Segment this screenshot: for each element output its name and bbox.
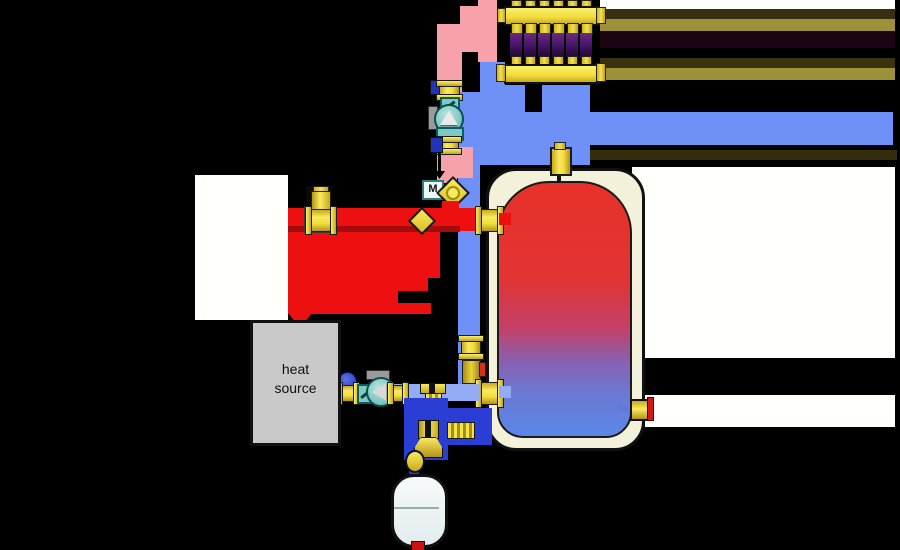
buffer-tank-water-gradient	[497, 181, 632, 438]
manifold-end-cap	[596, 63, 606, 82]
ufh-loop-pipe	[552, 33, 564, 58]
tee-fitting-band	[429, 383, 435, 393]
canvas-patch-bottom-right	[645, 395, 895, 427]
pipe-red-below-mixer	[442, 201, 459, 211]
drain-manifold-fitting	[447, 422, 475, 439]
ufh-loop-pipe	[524, 33, 536, 58]
mixing-valve-motor-label: M	[428, 183, 438, 195]
air-vent-cap	[554, 142, 566, 150]
isolation-valve	[458, 335, 484, 360]
manifold-end-cap	[496, 64, 506, 82]
heat-source-label-line2: source	[274, 380, 317, 396]
hot-pipe-shadow	[288, 226, 460, 232]
manifold-extension-band	[600, 31, 895, 48]
vessel-charge-valve	[411, 541, 425, 550]
mixing-valve-center	[446, 186, 460, 200]
return-pipe-under-manifold	[505, 85, 590, 165]
manifold-end-cap	[497, 8, 506, 23]
red-lever-handle	[479, 362, 486, 377]
ufh-loop-pipe	[538, 33, 550, 58]
air-vent-icon	[550, 147, 572, 176]
manifold-extension-band	[600, 9, 895, 19]
flow-arrow-head	[434, 171, 445, 179]
canvas-patch-top-right	[600, 0, 895, 9]
drain-valve-red-handle	[647, 397, 654, 421]
expansion-vessel	[391, 474, 448, 548]
manifold-extension-band	[600, 68, 895, 80]
heat-source-box: heat source	[250, 320, 341, 446]
blue-main-pipe-horizontal	[590, 112, 893, 145]
vessel-seam-line	[394, 507, 439, 509]
heat-source-label: heat source	[253, 360, 338, 398]
ufh-loop-pipe	[510, 33, 522, 58]
isolation-valve	[387, 382, 409, 405]
ufh-loop-pipe	[566, 33, 578, 58]
vessel-isolation-valve	[405, 450, 425, 473]
red-stub-into-tank	[499, 213, 511, 225]
expansion-valve-band	[425, 420, 431, 437]
canvas-patch-right	[632, 167, 895, 358]
tank-flow-port-fitting	[475, 206, 504, 235]
manifold-extension-band	[600, 58, 895, 68]
manifold-extension-band	[600, 19, 895, 31]
air-vent-stem	[557, 170, 561, 183]
tank-return-port-fitting	[475, 379, 504, 408]
tank-shadow	[626, 437, 704, 451]
isolation-valve	[336, 382, 360, 405]
drain-stub-pipe	[618, 405, 634, 412]
relief-valve-body	[305, 206, 337, 235]
heat-source-label-line1: heat	[281, 361, 310, 377]
thin-pipe-line	[590, 150, 897, 160]
ufh-loop-pipe	[580, 33, 592, 58]
isolation-valve	[436, 80, 463, 101]
pipe-gap	[525, 85, 542, 112]
mixed-supply-pipe-pink	[478, 0, 497, 62]
pipe-clip	[430, 137, 443, 153]
manifold-end-cap	[596, 7, 606, 24]
manifold-bottom-bar	[504, 64, 600, 84]
flow-arrow	[438, 152, 441, 172]
mixed-supply-pipe-pink	[460, 6, 482, 52]
blue-stub-into-tank	[499, 386, 511, 398]
hot-pipe-outline	[336, 203, 432, 208]
canvas-patch-left	[195, 175, 288, 320]
